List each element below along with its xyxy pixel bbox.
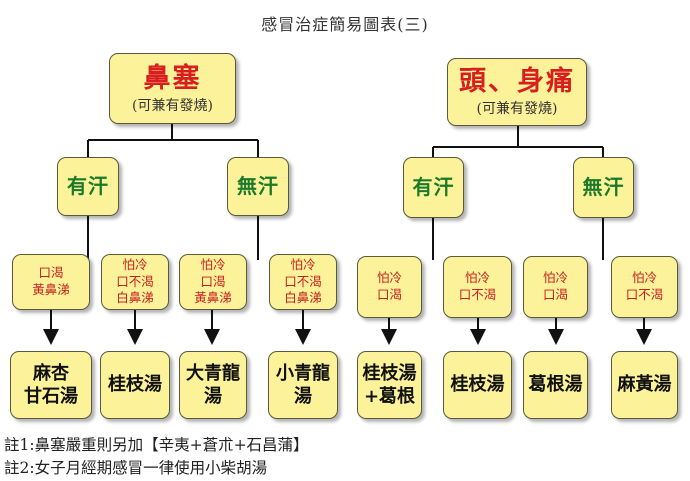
symptom-line: 口渴 xyxy=(200,273,226,289)
sweat-label: 無汗 xyxy=(237,174,279,198)
remedy-line: +葛根 xyxy=(363,386,416,407)
symptom-box: 口渴 黃鼻涕 xyxy=(12,254,90,310)
remedy-box: 葛根湯 xyxy=(523,351,588,419)
symptom-line: 白鼻涕 xyxy=(116,290,154,306)
remedy-line: 桂枝湯 xyxy=(362,362,417,384)
remedy-box: 大青龍 湯 xyxy=(179,351,247,419)
remedy-line: 湯 xyxy=(204,386,222,407)
symptom-line: 口不渴 xyxy=(116,273,154,289)
footnote-1: 註1:鼻塞嚴重則另加【辛夷+蒼朮+石昌蒲】 xyxy=(4,436,309,454)
remedy-line: 甘石湯 xyxy=(24,386,78,407)
symptom-box: 怕冷 口不渴 白鼻涕 xyxy=(269,254,337,310)
symptom-line: 怕冷 xyxy=(631,270,657,286)
symptom-line: 口渴 xyxy=(38,265,64,281)
remedy-box: 麻杏 甘石湯 xyxy=(10,351,92,419)
symptom-line: 怕冷 xyxy=(200,256,226,272)
main-sublabel: (可兼有發燒) xyxy=(476,101,558,118)
chart-title: 感冒治症簡易圖表(三) xyxy=(261,15,429,34)
remedy-line: 湯 xyxy=(294,386,312,407)
remedy-box: 小青龍 湯 xyxy=(268,351,338,419)
sweat-label: 無汗 xyxy=(582,175,625,199)
symptom-line: 黃鼻涕 xyxy=(32,282,70,297)
sweat-label: 有汗 xyxy=(67,174,109,198)
main-box-nasal-congestion: 鼻塞 (可兼有發燒) xyxy=(109,53,236,124)
remedy-line: 麻杏 xyxy=(33,362,69,384)
remedy-box: 麻黃湯 xyxy=(611,351,678,419)
symptom-box: 怕冷 口渴 xyxy=(357,256,422,318)
symptom-line: 口不渴 xyxy=(284,273,322,289)
main-box-head-body-pain: 頭、身痛 (可兼有發燒) xyxy=(447,58,587,126)
symptom-box: 怕冷 口渴 xyxy=(523,256,588,318)
symptom-line: 口不渴 xyxy=(458,287,497,302)
symptom-line: 怕冷 xyxy=(542,270,568,286)
remedy-line: 桂枝湯 xyxy=(108,374,162,396)
symptom-line: 怕冷 xyxy=(376,270,402,286)
symptom-box: 怕冷 口不渴 白鼻涕 xyxy=(101,254,169,310)
remedy-line: 小青龍 xyxy=(276,362,330,384)
sweat-yes-box: 有汗 xyxy=(57,157,119,216)
remedy-box: 桂枝湯 +葛根 xyxy=(357,351,422,419)
sweat-no-box: 無汗 xyxy=(227,157,289,216)
symptom-box: 怕冷 口渴 黃鼻涕 xyxy=(179,254,247,310)
remedy-box: 桂枝湯 xyxy=(443,351,512,419)
main-label: 鼻塞 xyxy=(143,62,202,94)
symptom-line: 口不渴 xyxy=(625,287,664,302)
remedy-line: 葛根湯 xyxy=(528,374,583,396)
main-label: 頭、身痛 xyxy=(459,66,575,98)
remedy-box: 桂枝湯 xyxy=(100,351,170,419)
sweat-label: 有汗 xyxy=(412,175,455,199)
main-sublabel: (可兼有發燒) xyxy=(132,97,213,114)
symptom-box: 怕冷 口不渴 xyxy=(443,256,512,318)
sweat-no-box: 無汗 xyxy=(573,157,634,218)
footnote-2: 註2:女子月經期感冒一律使用小柴胡湯 xyxy=(4,459,268,477)
symptom-line: 黃鼻涕 xyxy=(194,290,232,306)
symptom-line: 怕冷 xyxy=(122,256,148,272)
symptom-line: 怕冷 xyxy=(464,270,490,286)
symptom-line: 口渴 xyxy=(542,287,568,302)
symptom-line: 口渴 xyxy=(376,287,402,302)
symptom-box: 怕冷 口不渴 xyxy=(611,256,678,318)
sweat-yes-box: 有汗 xyxy=(403,157,464,218)
remedy-line: 麻黃湯 xyxy=(617,374,672,396)
remedy-line: 大青龍 xyxy=(186,362,240,384)
remedy-line: 桂枝湯 xyxy=(450,374,505,396)
symptom-line: 怕冷 xyxy=(290,256,316,272)
symptom-line: 白鼻涕 xyxy=(284,290,322,306)
